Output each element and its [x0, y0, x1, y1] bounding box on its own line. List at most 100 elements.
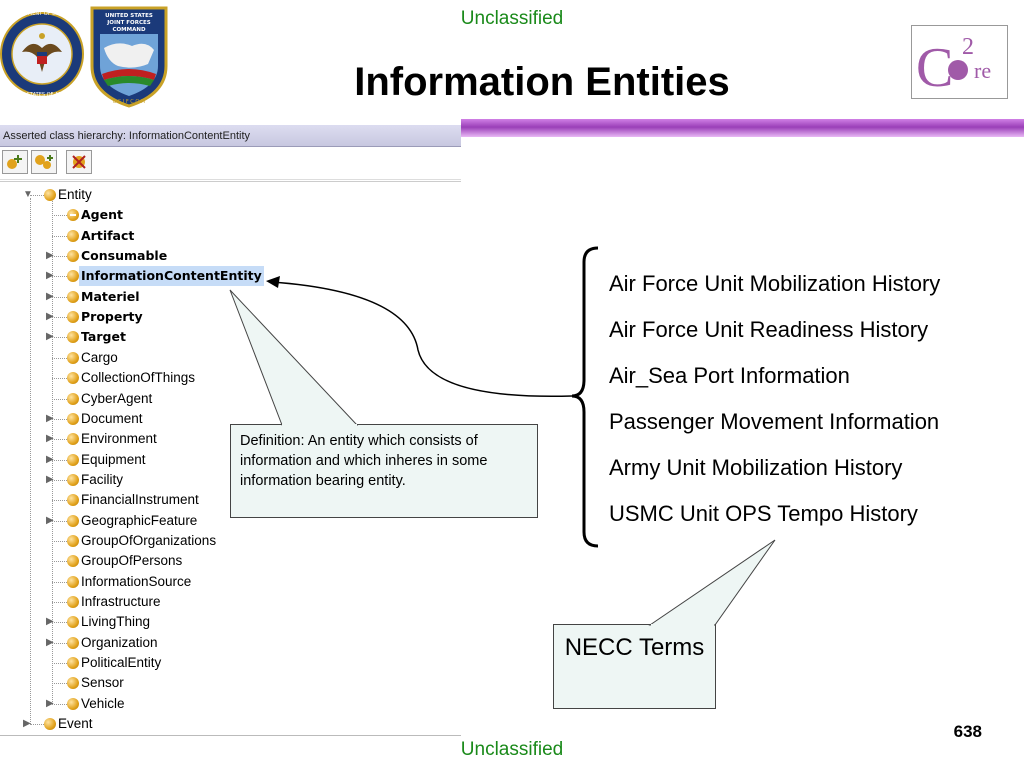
tree-branch-line — [52, 337, 67, 339]
necc-term: USMC Unit OPS Tempo History — [609, 501, 918, 526]
tree-branch-line — [30, 724, 44, 726]
class-icon — [67, 596, 79, 608]
panel-header: Asserted class hierarchy: InformationCon… — [0, 125, 461, 147]
tree-branch-line — [52, 642, 67, 644]
necc-term: Passenger Movement Information — [609, 409, 940, 434]
tree-node-label: GroupOfPersons — [81, 553, 183, 569]
expand-triangle-icon[interactable]: ▶ — [46, 412, 54, 424]
class-icon — [67, 412, 79, 425]
class-icon — [67, 697, 79, 710]
tree-node-label: CollectionOfThings — [81, 370, 196, 386]
tree-node-label: GeographicFeature — [81, 512, 198, 528]
tree-node-label: LivingThing — [81, 614, 151, 630]
tree-branch-line — [52, 663, 67, 665]
class-icon — [67, 270, 79, 283]
tree-node-label: Target — [81, 329, 126, 345]
expand-triangle-icon[interactable]: ▶ — [46, 697, 54, 709]
page-number: 638 — [953, 722, 982, 741]
tree-node-label: GroupOfOrganizations — [81, 532, 217, 548]
svg-text:UNITED STATES OF AMERICA: UNITED STATES OF AMERICA — [6, 92, 78, 98]
class-icon — [67, 555, 79, 568]
class-icon — [67, 514, 79, 527]
class-icon — [67, 433, 79, 446]
tree-node-label: Artifact — [81, 227, 135, 243]
class-icon — [67, 534, 79, 547]
expand-triangle-icon[interactable]: ▶ — [46, 270, 54, 282]
expand-triangle-icon[interactable]: ▶ — [46, 250, 54, 262]
add-subclass-icon[interactable] — [2, 150, 28, 174]
svg-text:COMMAND: COMMAND — [112, 27, 146, 33]
tree-branch-line — [52, 276, 67, 278]
tree-node-label: InformationContentEntity — [79, 266, 264, 287]
tree-branch-line — [52, 215, 67, 217]
tree-branch-line — [52, 479, 67, 481]
necc-term: Army Unit Mobilization History — [609, 455, 903, 480]
svg-text:C: C — [916, 37, 953, 98]
class-icon — [67, 392, 79, 405]
expand-triangle-icon[interactable]: ▶ — [23, 718, 31, 730]
tree-node-label: FinancialInstrument — [81, 492, 199, 508]
tree-node-label: Agent — [81, 207, 123, 223]
tree-branch-line — [52, 317, 67, 319]
c2-core-logo: C 2 re — [911, 25, 1008, 99]
class-icon — [67, 250, 79, 263]
class-icon — [67, 372, 79, 385]
dod-seal-logo: DEPARTMENT OF DEFENSE UNITED STATES OF A… — [0, 2, 84, 106]
tree-guide-line — [30, 198, 31, 725]
terms-brace — [571, 246, 599, 548]
tree-node-label: Infrastructure — [81, 594, 161, 609]
necc-term: Air_Sea Port Information — [609, 363, 850, 388]
expand-triangle-icon[interactable]: ▶ — [46, 514, 54, 526]
class-icon — [67, 209, 79, 222]
class-icon — [67, 677, 79, 690]
class-icon — [67, 636, 79, 649]
necc-terms-callout: NECC Terms — [553, 624, 716, 709]
class-icon — [67, 290, 79, 303]
tree-node-label: CyberAgent — [81, 390, 153, 406]
necc-term: Air Force Unit Readiness History — [609, 317, 929, 342]
tree-branch-line — [52, 520, 67, 522]
expand-triangle-icon[interactable]: ▶ — [46, 331, 54, 343]
tree-node-label: Event — [58, 716, 93, 732]
classification-top: Unclassified — [460, 8, 564, 29]
class-icon — [67, 473, 79, 486]
expand-triangle-icon[interactable]: ▶ — [46, 290, 54, 302]
tree-branch-line — [52, 378, 67, 380]
tree-branch-line — [52, 398, 67, 400]
tree-branch-line — [52, 418, 67, 420]
classification-bottom: Unclassified — [460, 739, 564, 760]
necc-label: NECC Terms — [564, 634, 705, 661]
tree-node-label: Materiel — [81, 288, 140, 304]
tree-branch-line — [52, 683, 67, 685]
jfcom-seal-logo: UNITED STATES JOINT FORCES COMMAND U S J… — [88, 4, 170, 108]
tree-node-label: Consumable — [81, 248, 168, 264]
svg-text:JOINT FORCES: JOINT FORCES — [106, 20, 150, 26]
tree-node-label: InformationSource — [81, 573, 192, 589]
tree-branch-line — [52, 357, 67, 359]
tree-node-label: Organization — [81, 634, 158, 650]
tree-node-label: Facility — [81, 471, 124, 487]
tree-branch-line — [52, 256, 67, 258]
class-icon — [44, 189, 56, 201]
class-icon — [67, 657, 79, 670]
expand-triangle-icon[interactable]: ▶ — [46, 433, 54, 445]
class-icon — [44, 718, 56, 731]
expand-triangle-icon[interactable]: ▶ — [46, 616, 54, 628]
tree-branch-line — [52, 540, 67, 542]
delete-class-icon[interactable] — [66, 150, 92, 174]
expand-triangle-icon[interactable]: ▶ — [46, 453, 54, 465]
tree-node-label: Entity — [58, 187, 92, 202]
necc-term: Air Force Unit Mobilization History — [609, 271, 941, 296]
expand-triangle-icon[interactable]: ▶ — [46, 473, 54, 485]
collapse-triangle-icon[interactable]: ▼ — [23, 189, 33, 200]
expand-triangle-icon[interactable]: ▶ — [46, 311, 54, 323]
add-sibling-icon[interactable] — [31, 150, 57, 174]
tree-branch-line — [52, 622, 67, 624]
tree-node-label: Cargo — [81, 349, 118, 365]
necc-callout-pointer — [648, 539, 776, 626]
expand-triangle-icon[interactable]: ▶ — [46, 636, 54, 648]
tree-branch-line — [52, 602, 67, 603]
svg-text:2: 2 — [962, 34, 974, 60]
definition-callout: Definition: An entity which consists of … — [230, 424, 538, 518]
